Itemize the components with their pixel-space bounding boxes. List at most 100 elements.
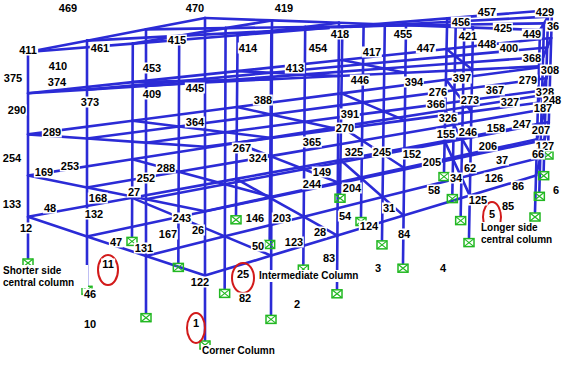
fixed-support bbox=[332, 290, 342, 298]
member-number: 2 bbox=[293, 299, 301, 310]
support-symbol bbox=[173, 263, 183, 271]
frame-member bbox=[472, 66, 539, 69]
support-symbol bbox=[534, 192, 544, 200]
frame-member bbox=[383, 197, 404, 216]
member-number: 1 bbox=[192, 318, 200, 329]
frame-member bbox=[237, 93, 341, 107]
support-symbol bbox=[398, 264, 408, 272]
member-number: 388 bbox=[253, 95, 273, 106]
member-number: 27 bbox=[127, 187, 141, 198]
support-symbol bbox=[265, 240, 275, 248]
fixed-support bbox=[173, 263, 183, 271]
support-symbol bbox=[530, 213, 540, 221]
fixed-support bbox=[266, 315, 276, 323]
member-number: 470 bbox=[185, 3, 205, 14]
member-number: 419 bbox=[274, 3, 294, 14]
member-number: 3 bbox=[374, 263, 382, 274]
member-number: 205 bbox=[422, 157, 442, 168]
frame-member bbox=[225, 132, 271, 138]
member-number: 122 bbox=[190, 277, 210, 288]
member-number: 364 bbox=[185, 117, 205, 128]
fixed-support bbox=[265, 240, 275, 248]
member-number: 152 bbox=[402, 149, 422, 160]
frame-member bbox=[547, 38, 551, 47]
member-number: 327 bbox=[500, 97, 520, 108]
annotation-label: Longer side central column bbox=[480, 222, 562, 245]
member-number: 244 bbox=[302, 179, 322, 190]
annotation-label: Intermediate Column bbox=[258, 270, 359, 282]
member-number: 5 bbox=[488, 209, 496, 220]
frame-member bbox=[270, 31, 272, 239]
member-number: 126 bbox=[484, 173, 504, 184]
member-number: 279 bbox=[518, 75, 538, 86]
member-number: 417 bbox=[362, 47, 382, 58]
member-number: 4 bbox=[439, 263, 447, 274]
frame-member bbox=[225, 122, 304, 132]
member-number: 288 bbox=[156, 163, 176, 174]
fixed-support bbox=[456, 217, 466, 225]
frame-member bbox=[205, 18, 272, 20]
support-symbol bbox=[530, 213, 540, 221]
support-symbol bbox=[456, 217, 466, 225]
frame-member bbox=[28, 198, 132, 217]
frame-member bbox=[337, 23, 339, 289]
member-number: 373 bbox=[80, 97, 100, 108]
fixed-support bbox=[335, 194, 345, 202]
frame-members bbox=[28, 10, 552, 340]
frame-member bbox=[305, 23, 339, 27]
frame-member bbox=[462, 139, 470, 153]
frame-member bbox=[384, 111, 405, 120]
frame-member bbox=[237, 107, 271, 114]
frame-member bbox=[238, 31, 272, 35]
fixed-support bbox=[534, 192, 544, 200]
member-number: 365 bbox=[302, 137, 322, 148]
support-symbol bbox=[539, 172, 549, 180]
frame-member bbox=[364, 24, 385, 27]
member-number: 324 bbox=[248, 153, 268, 164]
member-number: 54 bbox=[338, 211, 352, 222]
highlight-ellipse bbox=[187, 313, 205, 343]
member-number: 400 bbox=[499, 43, 519, 54]
frame-member bbox=[87, 172, 179, 188]
support-symbol bbox=[456, 217, 466, 225]
member-number: 247 bbox=[512, 119, 532, 130]
support-symbol bbox=[173, 263, 183, 271]
support-symbol bbox=[439, 173, 449, 181]
annotation-label: Corner Column bbox=[201, 345, 276, 357]
member-number: 46 bbox=[83, 289, 97, 300]
fixed-support bbox=[447, 195, 457, 203]
member-number: 246 bbox=[458, 127, 478, 138]
support-symbol bbox=[332, 290, 342, 298]
frame-member bbox=[404, 196, 470, 216]
frame-member bbox=[28, 90, 87, 94]
highlight-ellipse bbox=[98, 255, 118, 285]
frame-member bbox=[543, 47, 547, 56]
member-number: 207 bbox=[531, 125, 551, 136]
member-number: 409 bbox=[142, 89, 162, 100]
support-symbol bbox=[398, 264, 408, 272]
member-number: 276 bbox=[428, 87, 448, 98]
frame-member bbox=[464, 63, 473, 70]
frame-member bbox=[225, 184, 271, 197]
member-number: 84 bbox=[397, 229, 411, 240]
fixed-support bbox=[464, 239, 474, 247]
member-number: 391 bbox=[340, 109, 360, 120]
support-symbol bbox=[447, 195, 457, 203]
member-number: 34 bbox=[449, 173, 463, 184]
member-number: 82 bbox=[238, 293, 252, 304]
member-number: 290 bbox=[7, 105, 27, 116]
fixed-support bbox=[530, 213, 540, 221]
frame-member bbox=[146, 199, 205, 211]
frame-member bbox=[225, 78, 271, 82]
frame-member bbox=[272, 20, 339, 22]
member-number: 26 bbox=[191, 225, 205, 236]
member-number: 325 bbox=[344, 147, 364, 158]
frame-member bbox=[363, 64, 384, 68]
member-number: 366 bbox=[426, 99, 446, 110]
support-symbol bbox=[335, 194, 345, 202]
fixed-support bbox=[220, 289, 230, 297]
member-number: 86 bbox=[511, 181, 525, 192]
frame-member bbox=[271, 27, 305, 31]
member-number: 289 bbox=[42, 127, 62, 138]
